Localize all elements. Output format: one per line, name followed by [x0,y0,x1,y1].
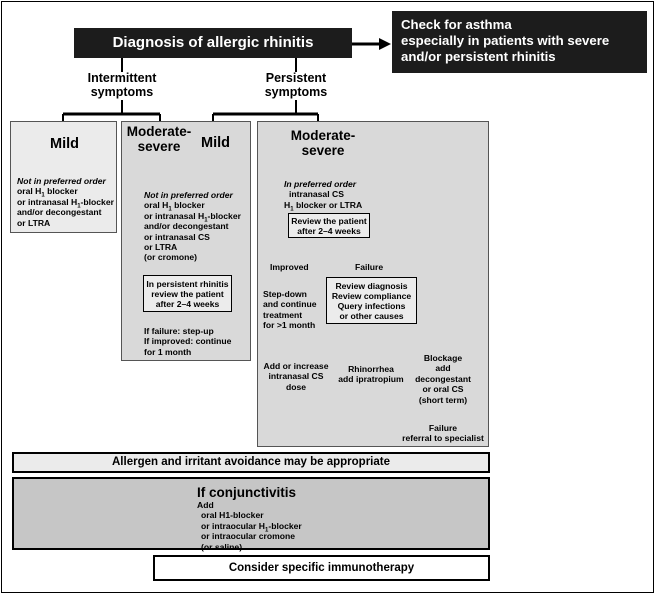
combined-intranasal-cs: or intranasal CS [144,231,210,242]
combined-ltra: or LTRA [144,242,178,253]
final-failure-line: Failure [428,423,458,433]
intermittent-label: Intermittent symptoms [62,71,182,99]
outcome-duration: for 1 month [144,346,192,357]
stepdown-line-2: and continue [263,299,317,310]
blockage-line-3: decongestant [415,373,471,384]
diagnosis-title: Diagnosis of allergic rhinitis [74,28,352,58]
combined-cromone: (or cromone) [144,252,197,263]
preferred-order-note: In preferred order [284,179,357,189]
blockage-line-5: (short term) [418,394,468,405]
intermittent-line-1: Intermittent [87,71,157,85]
persistent-line-1: Persistent [265,71,327,85]
decongestant-line: and/or decongestant [17,207,102,218]
rhinorrhea-line-1: Rhinorrhea [348,364,394,374]
diag-line-2: Review compliance [331,291,412,301]
conj-add: Add [197,500,214,510]
combined-intranasal-h1: or intranasal H1-blocker [144,210,241,224]
conjunctivitis-treatments: Add oral H1-blocker or intraocular H1-bl… [197,500,347,552]
msp-intranasal-cs: intranasal CS [289,189,344,200]
msp-title-line-2: severe [301,142,345,158]
mild-intermittent-treatments: Not in preferred order oral H1 blocker o… [17,176,117,228]
allergen-avoidance-bar: Allergen and irritant avoidance may be a… [12,452,490,473]
referral-text: Failure referral to specialist [397,423,489,444]
intermittent-line-2: symptoms [90,84,154,99]
conj-cromone: or intraocular cromone [201,531,296,542]
asthma-note-line-1: Check for asthma [401,17,512,32]
intranasal-h1-blocker: or intranasal H1-blocker [17,196,114,210]
diag-line-4: or other causes [339,311,404,321]
mild-intermittent-panel [10,121,117,233]
msp-review-line-2: after 2–4 weeks [297,226,361,236]
moderate-severe-intermittent-title: Moderate- severe [122,124,196,154]
asthma-note-line-3: and/or persistent rhinitis [401,49,556,64]
increase-line-2: intranasal CS [268,371,324,382]
improved-label: Improved [270,262,309,272]
conjunctivitis-title: If conjunctivitis [197,485,297,500]
mild-persistent-title: Mild [201,135,230,151]
persistent-label: Persistent symptoms [236,71,356,99]
stepdown-line-3: treatment [263,309,303,320]
combined-outcome: If failure: step-up If improved: continu… [144,326,249,357]
oral-h1-blocker: oral H1 blocker [17,186,78,200]
msp-first-line: In preferred order intranasal CS H1 bloc… [284,179,394,213]
rhinorrhea-option: Rhinorrhea add ipratropium [334,364,408,385]
combined-order-note: Not in preferred order [144,190,233,200]
combined-panel [121,121,251,361]
blockage-line-4: or oral CS [422,384,464,395]
asthma-note-line-2: especially in patients with severe [401,33,610,48]
ltra-line: or LTRA [17,217,51,228]
mod-sev-line-2: severe [137,138,181,154]
conj-intraocular-h1: or intraocular H1-blocker [201,520,302,534]
increase-cs-option: Add or increase intranasal CS dose [260,361,332,392]
review-diagnosis-box: Review diagnosis Review compliance Query… [326,277,417,324]
increase-line-1: Add or increase [263,361,329,371]
conjunctivitis-panel [12,477,490,550]
immunotherapy-bar: Consider specific immunotherapy [153,555,490,581]
mild-intermittent-title: Mild [50,136,79,152]
mod-sev-line-1: Moderate- [126,124,192,139]
msp-title-line-1: Moderate- [290,128,356,143]
moderate-severe-persistent-title: Moderate- severe [283,128,363,158]
review-box-line-3: after 2–4 weeks [155,299,220,309]
conj-saline: (or saline) [201,541,243,552]
blockage-option: Blockage add decongestant or oral CS (sh… [406,353,480,405]
combined-decongestant: and/or decongestant [144,221,229,232]
msp-review-box: Review the patient after 2–4 weeks [288,213,370,238]
conj-oral-h1: oral H1-blocker [201,510,264,521]
referral-line: referral to specialist [402,433,484,444]
persistent-review-box: In persistent rhinitis review the patien… [143,275,232,312]
review-box-line-1: In persistent rhinitis [146,279,229,289]
stepdown-text: Step-down and continue treatment for >1 … [263,289,325,331]
persistent-line-2: symptoms [264,84,328,99]
diag-line-3: Query infections [337,301,406,311]
msp-h1-or-ltra: H1 blocker or LTRA [284,199,363,213]
rhinorrhea-line-2: add ipratropium [338,374,404,385]
outcome-failure: If failure: step-up [144,326,214,336]
msp-review-line-1: Review the patient [291,216,367,226]
blockage-line-1: Blockage [423,353,463,363]
stepdown-line-1: Step-down [263,289,307,299]
combined-oral-h1: oral H1 blocker [144,200,205,214]
blockage-line-2: add [435,363,451,374]
failure-label: Failure [355,262,384,272]
diag-line-1: Review diagnosis [335,281,408,291]
outcome-improved: If improved: continue [144,336,232,347]
asthma-note: Check for asthma especially in patients … [392,11,647,73]
review-box-line-2: review the patient [151,289,224,299]
increase-line-3: dose [285,381,307,392]
combined-treatments: Not in preferred order oral H1 blocker o… [144,190,249,263]
stepdown-line-4: for >1 month [263,320,316,331]
not-in-order-note: Not in preferred order [17,176,106,186]
